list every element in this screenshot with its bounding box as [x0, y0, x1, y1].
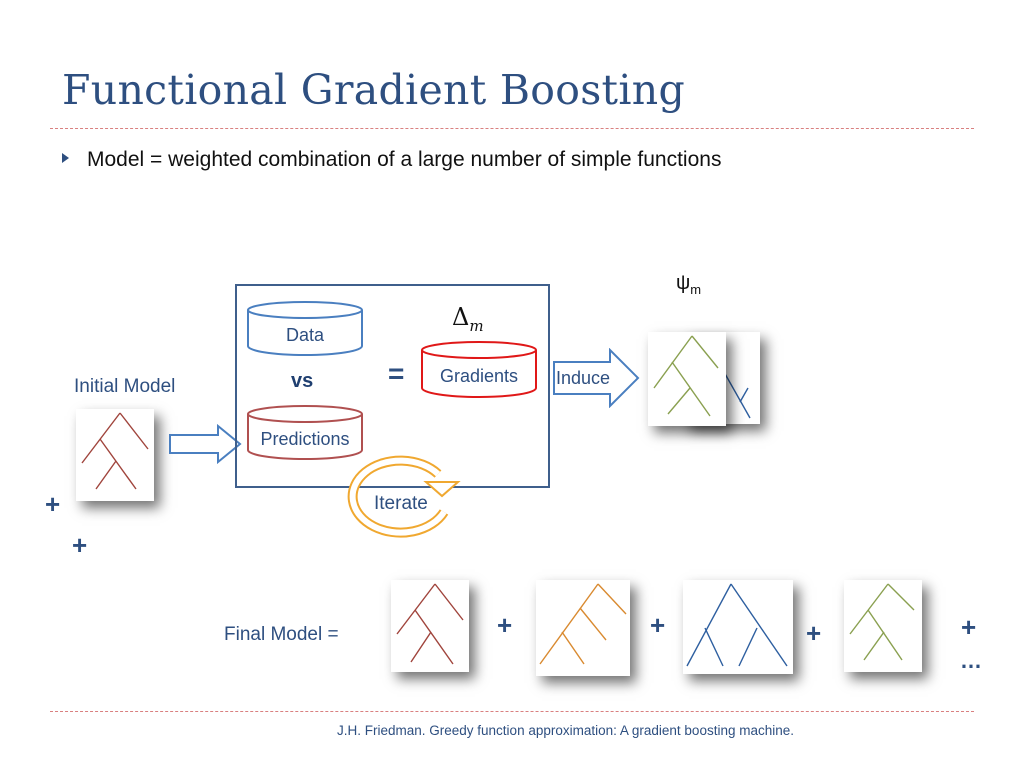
induced-tree-front — [648, 332, 726, 426]
footer-divider — [50, 711, 974, 712]
slide-title: Functional Gradient Boosting — [62, 66, 685, 114]
final-tree-3 — [683, 580, 793, 674]
predictions-label: Predictions — [260, 429, 350, 449]
bullet-arrow-icon — [62, 153, 69, 164]
title-divider — [50, 128, 974, 129]
ellipsis: … — [960, 648, 983, 673]
induce-arrow-icon — [553, 348, 640, 408]
iterate-label: Iterate — [374, 493, 428, 514]
blue-tree-icon — [723, 371, 751, 419]
data-label: Data — [285, 325, 325, 345]
plus-sign: + — [45, 489, 61, 519]
final-model-label: Final Model = — [224, 624, 339, 645]
blue-tree-icon — [686, 583, 788, 667]
final-tree-4 — [844, 580, 922, 672]
process-box — [235, 284, 550, 488]
gradients-label: Gradients — [439, 366, 519, 386]
predictions-cylinder-icon — [247, 405, 363, 460]
input-arrow-icon — [169, 424, 242, 464]
final-tree-2 — [536, 580, 630, 676]
induce-label: Induce — [556, 368, 611, 388]
citation: J.H. Friedman. Greedy function approxima… — [337, 723, 794, 738]
data-cylinder-icon — [247, 301, 363, 356]
psi-m-symbol: ψm — [676, 272, 702, 297]
green-tree-icon — [653, 335, 719, 417]
green-tree-icon — [849, 583, 915, 661]
initial-model-tree — [76, 409, 154, 501]
plus-sign: + — [806, 618, 822, 648]
delta-m-symbol: Δm — [452, 303, 484, 335]
equals-sign: = — [388, 358, 405, 389]
plus-sign: + — [961, 612, 977, 642]
plus-sign: + — [72, 530, 88, 560]
vs-label: vs — [291, 370, 314, 392]
iterate-cycle-icon — [347, 455, 461, 538]
plus-sign: + — [650, 610, 666, 640]
plus-sign: + — [497, 610, 513, 640]
red-tree-icon — [396, 583, 464, 665]
red-tree-icon — [81, 412, 149, 490]
bullet-text: Model = weighted combination of a large … — [87, 148, 722, 171]
final-tree-1 — [391, 580, 469, 672]
gradients-cylinder-icon — [421, 341, 537, 398]
orange-tree-icon — [539, 583, 627, 665]
initial-model-label: Initial Model — [74, 376, 176, 397]
bullet-item: Model = weighted combination of a large … — [62, 148, 721, 172]
